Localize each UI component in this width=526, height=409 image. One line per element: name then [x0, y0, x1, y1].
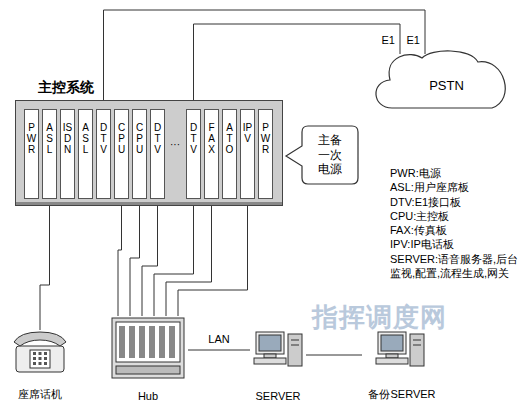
connector — [178, 199, 248, 316]
server-icon — [254, 332, 302, 366]
backup-server-icon — [376, 332, 424, 366]
legend-entry: FAX:传真板 — [390, 223, 520, 237]
board-slot: CPU — [132, 109, 147, 199]
board-slot: ISDN — [60, 109, 75, 199]
connector — [154, 199, 194, 316]
connector — [166, 199, 212, 316]
phone-icon — [14, 332, 66, 372]
board-slot: IPV — [240, 109, 255, 199]
cloud-outline — [376, 51, 505, 108]
device-box: SERVER — [250, 326, 306, 404]
legend-entry: SERVER:语音服务器,后台监视,配置,流程生成,网关 — [390, 252, 520, 281]
board-name: PWR — [27, 122, 37, 155]
board-name: FAX — [207, 122, 217, 155]
legend-entry: DTV:E1接口板 — [390, 195, 520, 209]
system-title: 主控系统 — [38, 79, 94, 97]
board-name: DTV — [99, 122, 109, 155]
board-slot: DTV — [150, 109, 165, 199]
power-callout: 主备一次电源 — [302, 126, 358, 184]
board-name: IPV — [243, 122, 253, 144]
board-name: DTV — [189, 122, 199, 155]
connector — [188, 350, 250, 351]
callout-outline — [286, 126, 358, 184]
pstn-cloud: PSTN — [378, 54, 515, 110]
board-slot: PWR — [258, 109, 273, 199]
edge-label: LAN — [207, 333, 230, 346]
connector — [194, 24, 401, 109]
edge-label: E1 — [406, 34, 421, 47]
board-slot: DTV — [96, 109, 111, 199]
connector — [40, 199, 50, 330]
hub-icon — [112, 318, 184, 378]
edge-label: E1 — [381, 34, 396, 47]
more-slots-mark: ··· — [170, 139, 180, 150]
device-name: 备份SERVER — [368, 387, 435, 402]
board-name: PWR — [261, 122, 271, 155]
board-slot: ASL — [78, 109, 93, 199]
board-slot: PWR — [24, 109, 39, 199]
board-name: ASL — [45, 122, 55, 155]
board-slot: DTV — [186, 109, 201, 199]
board-name: ATO — [225, 122, 235, 155]
board-name: ASL — [81, 122, 91, 155]
device-box: 座席话机 — [8, 330, 72, 404]
legend-entry: PWR:电源 — [390, 166, 520, 180]
board-name: CPU — [117, 122, 127, 155]
main-rack: 主控系统PWRASLISDNASLDTVCPUCPUDTVDTVFAXATOIP… — [15, 100, 283, 206]
board-slot: ASL — [42, 109, 57, 199]
callout-text: 主备一次电源 — [317, 133, 342, 176]
connector — [118, 199, 122, 316]
legend-entry: ASL:用户座席板 — [390, 180, 520, 194]
legend-entry: CPU:主控板 — [390, 209, 520, 223]
legend: PWR:电源ASL:用户座席板DTV:E1接口板CPU:主控板FAX:传真板IP… — [390, 166, 520, 280]
legend-entry: IPV:IP电话板 — [390, 237, 520, 251]
watermark: 指挥调度网 — [312, 300, 447, 335]
network-name: PSTN — [429, 78, 464, 93]
connector — [130, 199, 140, 316]
connector — [104, 10, 426, 109]
device-box: Hub — [108, 316, 188, 404]
board-slot: CPU — [114, 109, 129, 199]
board-slot: ATO — [222, 109, 237, 199]
device-name: Hub — [138, 390, 158, 402]
board-name: CPU — [135, 122, 145, 155]
device-name: 座席话机 — [18, 387, 62, 402]
device-box: 备份SERVER — [362, 326, 442, 404]
board-name: DTV — [153, 122, 163, 155]
board-name: ISDN — [63, 122, 73, 155]
connector — [142, 199, 158, 316]
connector — [306, 355, 362, 356]
device-name: SERVER — [255, 390, 300, 402]
board-slot: FAX — [204, 109, 219, 199]
